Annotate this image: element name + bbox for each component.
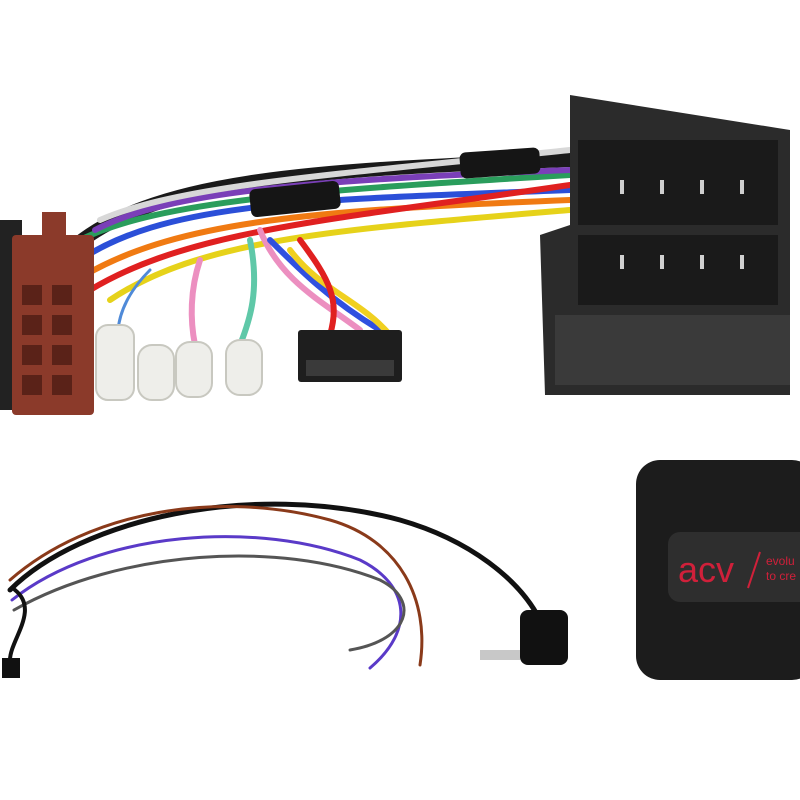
spade-terminals bbox=[95, 324, 263, 401]
svg-text:evolu: evolu bbox=[766, 554, 795, 568]
interface-module-box: acv evolu to cre bbox=[636, 460, 800, 680]
loose-wire-cable-with-jack bbox=[2, 501, 568, 678]
wiring-harness-iso-connector bbox=[0, 212, 94, 415]
svg-text:acv: acv bbox=[678, 549, 734, 590]
svg-text:to cre: to cre bbox=[766, 569, 796, 583]
quadlock-connector bbox=[540, 95, 790, 395]
acv-logo: acv evolu to cre bbox=[678, 549, 796, 590]
stereo-plug-connector bbox=[298, 330, 402, 382]
